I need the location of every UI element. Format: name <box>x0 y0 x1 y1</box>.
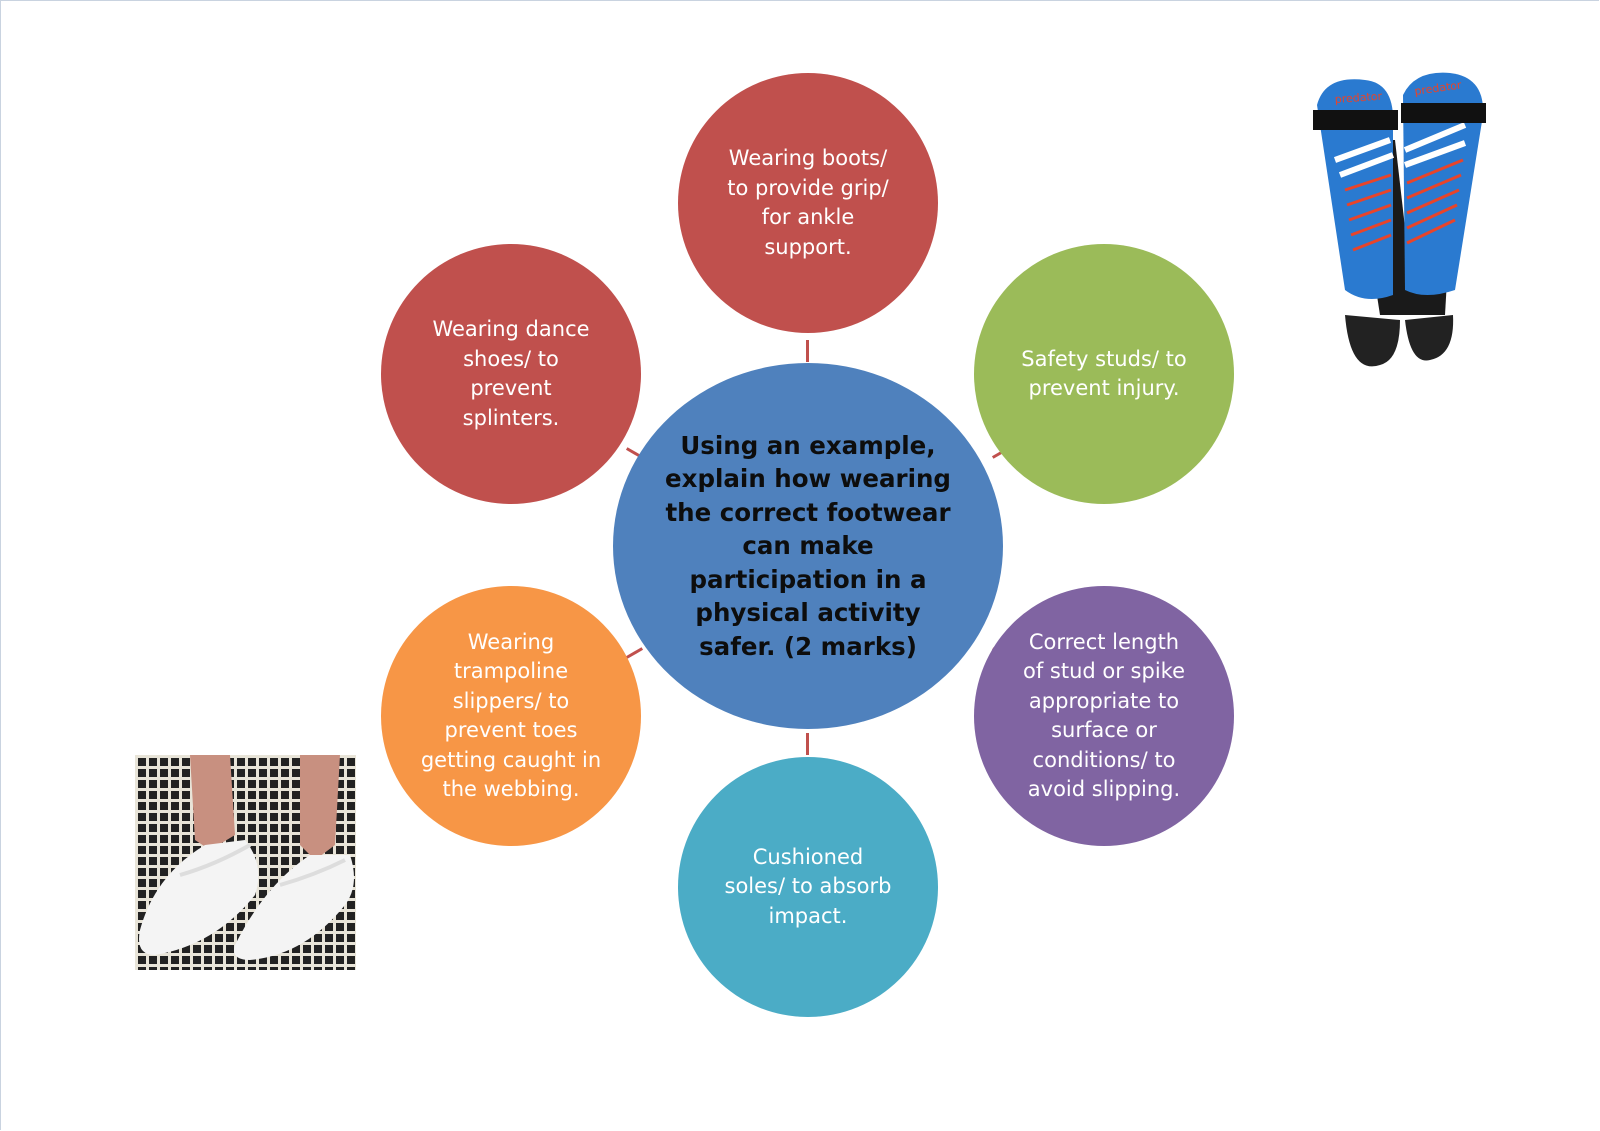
node-safety-studs: Safety studs/ to prevent injury. <box>974 244 1234 504</box>
node-boots: Wearing boots/ to provide grip/ for ankl… <box>678 73 938 333</box>
node-cushioned-soles: Cushioned soles/ to absorb impact. <box>678 757 938 1017</box>
center-question: Using an example, explain how wearing th… <box>613 363 1003 729</box>
connector-bottom <box>806 733 809 755</box>
node-trampoline-slippers: Wearing trampoline slippers/ to prevent … <box>381 586 641 846</box>
connector-top <box>806 340 809 362</box>
node-stud-length: Correct length of stud or spike appropri… <box>974 586 1234 846</box>
trampoline-slippers-image <box>135 755 356 970</box>
shin-guards-image: predator predator <box>1313 72 1486 367</box>
svg-text:predator: predator <box>1334 90 1383 106</box>
node-dance-shoes: Wearing dance shoes/ to prevent splinter… <box>381 244 641 504</box>
